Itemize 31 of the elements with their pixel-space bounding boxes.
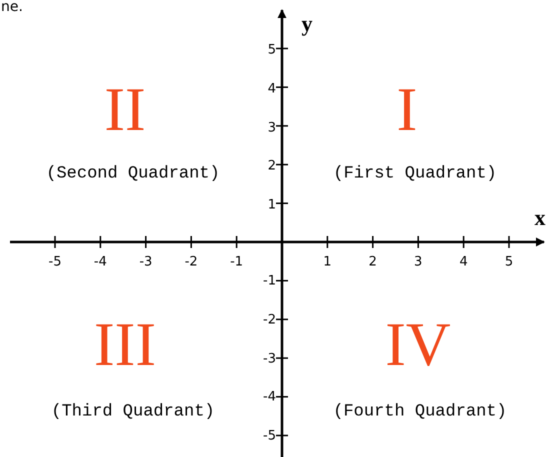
tick-label: -1 bbox=[230, 256, 244, 268]
quadrant-numeral: I bbox=[396, 79, 418, 141]
tick-label: -2 bbox=[263, 314, 276, 326]
tick-label: -5 bbox=[263, 430, 276, 442]
tick-label: 1 bbox=[323, 256, 332, 268]
tick-label: -5 bbox=[48, 256, 62, 268]
tick-label: -2 bbox=[184, 256, 198, 268]
tick-label: 2 bbox=[368, 256, 377, 268]
tick-label: 3 bbox=[414, 256, 422, 268]
quadrant-numeral: IV bbox=[385, 314, 451, 376]
tick-label: 5 bbox=[268, 44, 276, 56]
quadrant-numeral: II bbox=[104, 79, 146, 141]
tick-label: 4 bbox=[268, 82, 276, 96]
tick-label: -3 bbox=[139, 256, 152, 268]
tick-label: 4 bbox=[459, 256, 468, 268]
tick-label: 2 bbox=[268, 160, 276, 172]
axis-label: x bbox=[534, 207, 546, 229]
tick-label: 5 bbox=[504, 256, 514, 268]
quadrant-numeral: III bbox=[94, 314, 156, 376]
tick-label: 3 bbox=[268, 122, 276, 134]
tick-label: -1 bbox=[263, 274, 276, 288]
text-fragment: ne. bbox=[1, 0, 23, 14]
tick-label: -4 bbox=[94, 256, 107, 268]
quadrant-name: (Fourth Quadrant) bbox=[333, 404, 507, 420]
quadrant-name: (First Quadrant) bbox=[333, 166, 497, 182]
tick-label: -3 bbox=[263, 352, 276, 366]
tick-label: 1 bbox=[268, 198, 276, 212]
quadrant-name: (Third Quadrant) bbox=[51, 404, 215, 420]
tick-label: -4 bbox=[263, 390, 276, 404]
axis-label: y bbox=[302, 13, 312, 35]
quadrant-name: (Second Quadrant) bbox=[46, 166, 220, 182]
